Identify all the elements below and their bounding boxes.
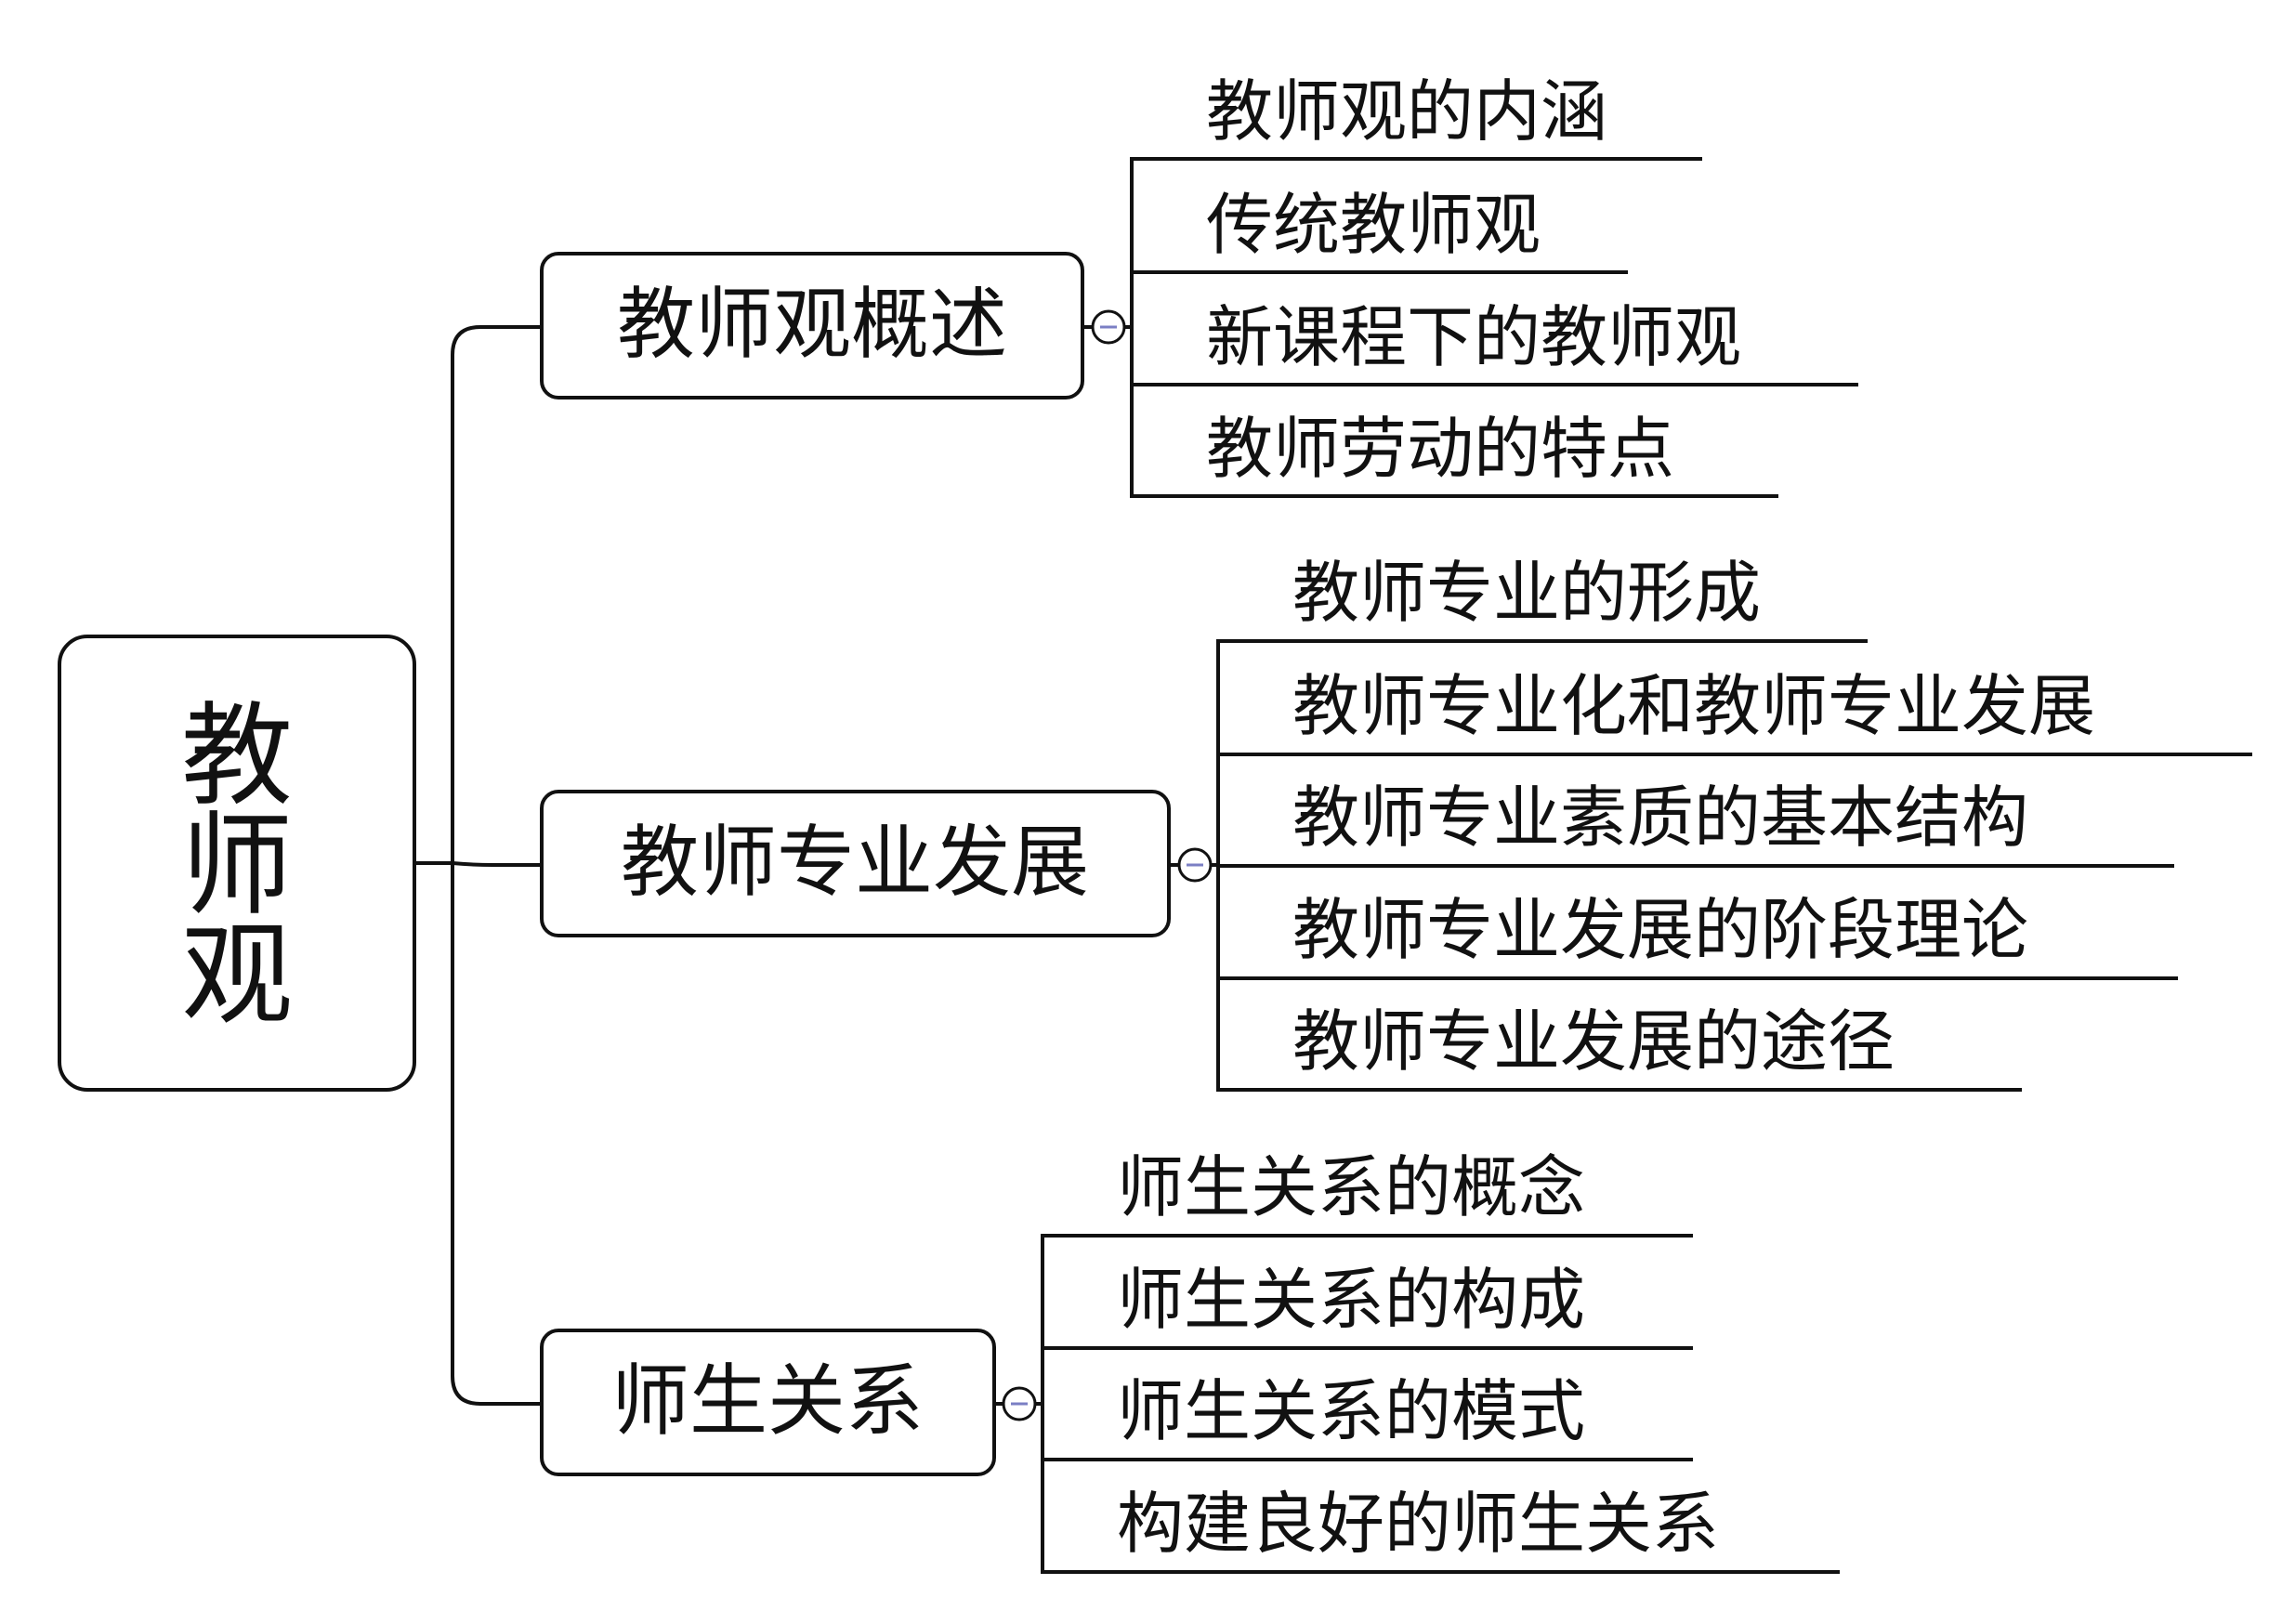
branch-node-professional-development[interactable]: 教师专业发展	[540, 790, 1171, 937]
leaf-list-teacher-student-relationship: 师生关系的概念 师生关系的构成 师生关系的模式 构建良好的师生关系	[1041, 1148, 1840, 1574]
collapse-toggle-overview[interactable]	[1091, 309, 1126, 345]
leaf-label[interactable]: 师生关系的模式	[1117, 1372, 1585, 1450]
leaf-label[interactable]: 教师观的内涵	[1206, 72, 1607, 151]
branch-node-overview[interactable]: 教师观概述	[540, 252, 1084, 399]
branch-node-box	[540, 790, 1171, 937]
branch-node-label: 师生关系	[611, 1356, 924, 1447]
connector-branch-middle	[452, 861, 542, 867]
leaf-label[interactable]: 教师专业素质的基本结构	[1292, 779, 2028, 857]
leaf-label[interactable]: 教师专业的形成	[1292, 554, 1761, 632]
root-node-box	[58, 635, 416, 1092]
branch-node-box	[540, 252, 1084, 399]
collapse-toggle-professional-development[interactable]	[1177, 847, 1213, 883]
leaf-list-overview: 教师观的内涵 传统教师观 新课程下的教师观 教师劳动的特点	[1130, 72, 1858, 498]
leaf-label[interactable]: 教师专业化和教师专业发展	[1292, 667, 2095, 745]
branch-node-box	[540, 1329, 996, 1476]
leaf-label[interactable]: 传统教师观	[1206, 186, 1541, 264]
collapse-toggle-teacher-student-relationship[interactable]	[1002, 1386, 1037, 1421]
leaf-label[interactable]: 构建良好的师生关系	[1117, 1485, 1719, 1563]
leaf-label[interactable]: 新课程下的教师观	[1206, 298, 1741, 376]
leaf-label[interactable]: 教师专业发展的阶段理论	[1292, 891, 2028, 969]
connector-trunk	[451, 325, 542, 1406]
branch-node-label: 教师观概述	[617, 279, 1007, 370]
leaf-label[interactable]: 师生关系的概念	[1117, 1148, 1585, 1226]
branch-node-label: 教师专业发展	[621, 817, 1089, 908]
leaf-list-professional-development: 教师专业的形成 教师专业化和教师专业发展 教师专业素质的基本结构 教师专业发展的…	[1216, 554, 2252, 1092]
branch-node-teacher-student-relationship[interactable]: 师生关系	[540, 1329, 996, 1476]
root-node[interactable]: 教师观	[58, 635, 416, 1092]
leaf-label[interactable]: 教师专业发展的途径	[1292, 1002, 1895, 1080]
root-node-label: 教师观	[181, 692, 293, 1041]
leaf-label[interactable]: 教师劳动的特点	[1206, 410, 1674, 488]
leaf-label[interactable]: 师生关系的构成	[1117, 1261, 1585, 1339]
